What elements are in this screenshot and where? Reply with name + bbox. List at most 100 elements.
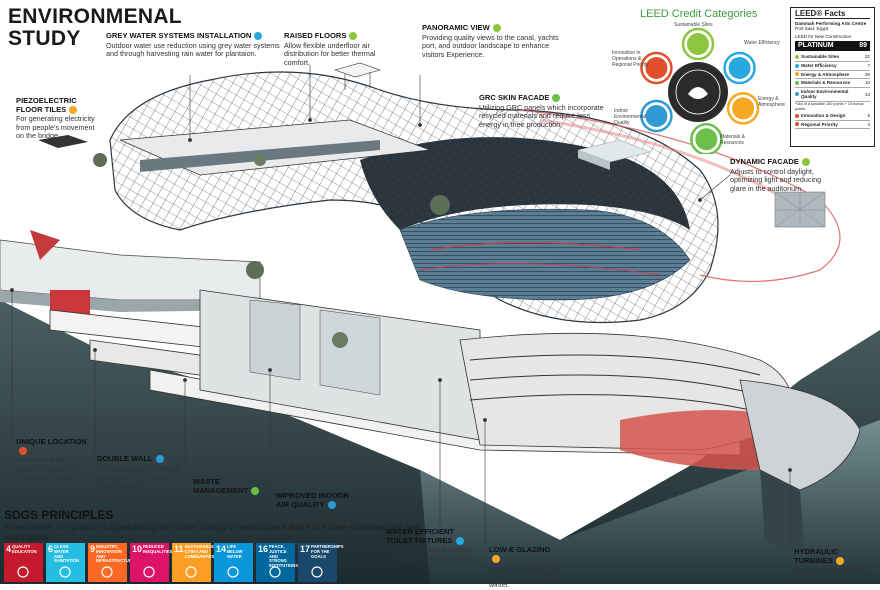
red-ramp xyxy=(30,230,60,260)
water-drop-icon xyxy=(455,536,464,545)
ring-label-sites: Sustainable Sites xyxy=(674,22,713,28)
sdg-number: 11 xyxy=(174,544,184,554)
leed-facts-panel: LEED® Facts Dammah Performing Arts Centr… xyxy=(790,7,875,147)
pier-hull xyxy=(739,379,861,491)
fact-row-points: 28 xyxy=(864,71,870,77)
sdg-goal-9: 9INDUSTRY, INNOVATION AND INFRASTRUCTURE xyxy=(88,543,135,582)
fact-row: Materials & Resources 10 xyxy=(795,79,870,88)
tree xyxy=(93,153,107,167)
fact-row-name: Materials & Resources xyxy=(795,80,850,86)
indoor-quality-icon xyxy=(155,455,164,464)
callout-heading: IMPROVED INDOOR AIR QUALITY xyxy=(276,491,349,509)
sdg-title: SDGS PRINCIPLES xyxy=(4,508,114,522)
ring-label-energy: Energy & Atmosphere xyxy=(758,96,785,108)
project-location: Port Said, Egypt xyxy=(795,26,829,32)
water-surface xyxy=(420,420,880,584)
callout-heading: GRC SKIN FACADE xyxy=(479,93,550,102)
sdg-goal-10: 10REDUCED INEQUALITIES xyxy=(130,543,173,582)
tree xyxy=(430,195,450,215)
leed-category-icon xyxy=(732,97,755,120)
callout-toilet: WATER EFFICIENT TOILET FIXTURES Indoor w… xyxy=(386,527,478,563)
fact-row-points: 4 xyxy=(867,121,870,127)
category-dot-icon xyxy=(795,80,799,85)
fact-row-name: Water Efficiency xyxy=(795,63,837,69)
callout-heading: UNIQUE LOCATION xyxy=(16,437,87,446)
callout-hydraulic: HYDRAULIC TURBINES For Energy Generation… xyxy=(794,547,874,583)
sdg-number: 14 xyxy=(216,544,227,554)
rating-bar: PLATINUM 89 xyxy=(795,41,870,52)
sdg-goal-11: 11SUSTAINABLE CITIES AND COMMUNITIES xyxy=(172,543,214,582)
tree xyxy=(254,154,266,166)
leed-type: LEED for New Construction xyxy=(795,33,852,39)
leader-lines xyxy=(10,65,792,545)
ring-label-innovation: Innovation in Operations & Regional Prio… xyxy=(612,50,649,68)
leed-category-icon xyxy=(645,105,668,127)
category-dot-icon xyxy=(795,122,799,127)
sdg-goal-icon xyxy=(143,566,155,578)
sdg-goal-icon xyxy=(17,566,29,578)
sdg-number: 10 xyxy=(132,544,143,554)
title-line-1: ENVIRONMENAL xyxy=(8,5,182,28)
water-drop-icon xyxy=(254,32,263,41)
recycle-icon xyxy=(251,486,260,495)
callout-heading: PIEZOELECTRIC FLOOR TILES xyxy=(16,96,77,114)
sdg-goal-4: 4QUALITY EDUCATION xyxy=(4,543,43,582)
piezo-tile xyxy=(38,135,88,148)
callout-heading: RAISED FLOORS xyxy=(284,31,347,40)
ring-label-materials: Materials & Resources xyxy=(720,134,746,146)
fact-row-name: Sustainable Sites xyxy=(795,54,839,60)
callout-text: Adjusts to control daylight, optimizing … xyxy=(730,166,822,193)
callout-text: For generating electricity from people's… xyxy=(16,114,95,141)
callout-text: Allow flexible underfloor air distributi… xyxy=(284,40,376,67)
leed-facts-title: LEED® Facts xyxy=(795,10,870,19)
title-line-2: STUDY xyxy=(8,27,81,50)
callout-text: Outdoor water use reduction using grey w… xyxy=(106,40,280,59)
callout-heading: PANORAMIC VIEW xyxy=(422,23,490,32)
location-icon xyxy=(19,446,27,455)
fact-row-points: 10 xyxy=(864,80,870,86)
sdg-goal-icon xyxy=(311,566,323,578)
sdg-goal-icon xyxy=(269,566,281,578)
fact-row-name: Energy & Atmosphere xyxy=(795,72,849,78)
sdg-goal-16: 16PEACE, JUSTICE AND STRONG INSTITUTIONS xyxy=(256,543,298,582)
fact-row-points: 22 xyxy=(864,54,870,60)
callout-waste: WASTE MANAGEMENT Recyclables collection … xyxy=(193,477,265,513)
sdg-number: 17 xyxy=(300,544,311,554)
category-dot-icon xyxy=(795,92,799,97)
sdg-goal-icon xyxy=(227,566,239,578)
callout-text: Inner Courts help in circulating air ins… xyxy=(276,509,352,536)
sdg-goal-6: 6CLEAN WATER AND SANITATION xyxy=(46,543,85,582)
leed-category-icon xyxy=(728,57,751,79)
sdg-goal-icon xyxy=(59,566,71,578)
red-ribbon xyxy=(519,109,841,283)
leed-wheel xyxy=(640,27,760,154)
page-title: ENVIRONMENAL STUDY xyxy=(8,6,182,50)
sdg-number: 4 xyxy=(6,544,12,554)
auditorium-seating xyxy=(399,208,691,301)
callout-heading: DYNAMIC FACADE xyxy=(730,157,799,166)
sun-icon xyxy=(835,556,844,565)
callout-double-wall: DOUBLE WALL For Acoustic and Thermal ins… xyxy=(97,454,182,490)
sdg-label: QUALITY EDUCATION xyxy=(12,544,37,554)
callout-grc: GRC SKIN FACADE Utilizing GRC panels whi… xyxy=(479,93,614,129)
sdg-goal-icon xyxy=(185,566,197,578)
fact-row: Sustainable Sites 22 xyxy=(795,53,870,62)
fact-row-points: 5 xyxy=(867,112,870,118)
ring-label-ieq: Indoor Environmental Quality xyxy=(614,108,646,126)
category-dot-icon xyxy=(795,63,799,68)
sdg-label: REDUCED INEQUALITIES xyxy=(143,544,173,554)
category-dot-icon xyxy=(795,55,799,60)
callout-text: Utilizing GRC panels which incorporate r… xyxy=(479,102,604,129)
fact-note: *Out of a possible 100 points + 10 bonus… xyxy=(795,101,864,111)
sdg-label: LIFE BELOW WATER xyxy=(227,544,243,559)
fact-row-points: 13 xyxy=(864,91,870,97)
callout-text: For Energy Generation from Ships tides. xyxy=(794,565,868,583)
callout-panoramic: PANORAMIC VIEW Providing quality views t… xyxy=(422,23,572,59)
tree xyxy=(332,332,348,348)
callout-raised-floors: RAISED FLOORS Allow flexible underfloor … xyxy=(284,31,394,67)
leed-category-icon xyxy=(695,128,718,151)
